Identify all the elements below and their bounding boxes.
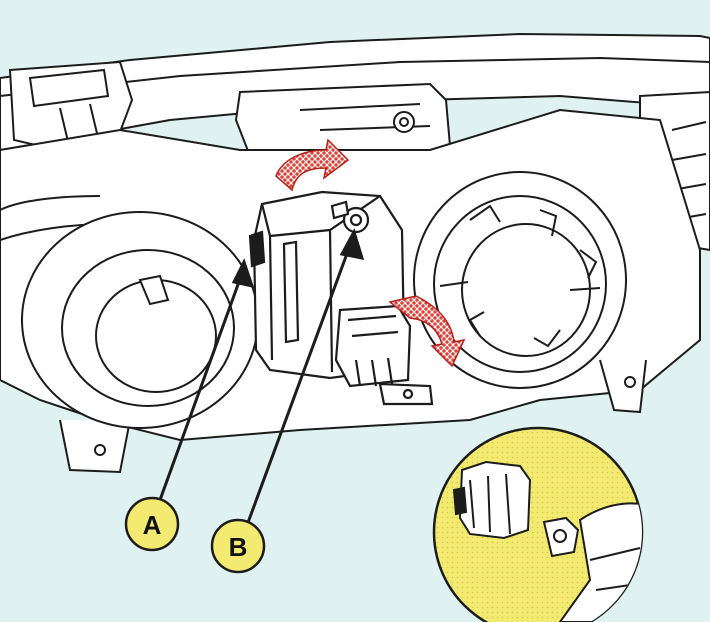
adjuster-motor — [248, 190, 434, 406]
leader-lines — [158, 228, 365, 529]
callout-a-label: A — [143, 510, 162, 540]
callout-b: B — [210, 518, 266, 574]
left-reflector — [21, 211, 259, 429]
callout-b-label: B — [229, 532, 248, 562]
housing-top — [0, 32, 710, 252]
right-reflector — [413, 171, 627, 389]
callout-a: A — [124, 496, 180, 552]
detail-inset — [432, 426, 644, 622]
red-hatched-curved-arrow-icon — [275, 138, 350, 192]
red-hatched-curved-arrow-icon — [388, 295, 466, 368]
